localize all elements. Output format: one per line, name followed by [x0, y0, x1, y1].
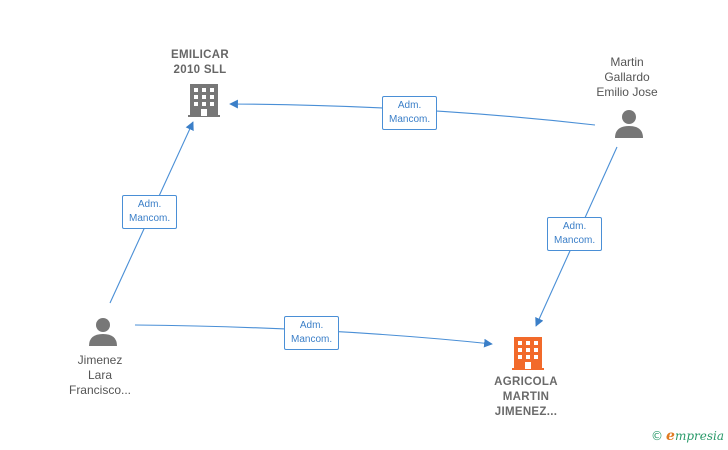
company-name-line: JIMENEZ... — [494, 406, 558, 418]
person-name-line: Emilio Jose — [596, 85, 658, 99]
brand-logo-text: mpresia — [674, 429, 724, 443]
company-name-line: MARTIN — [502, 391, 550, 403]
edge-role-line: Adm. — [562, 221, 587, 232]
copyright-symbol: © — [651, 429, 664, 443]
edge-label-martin-agricola[interactable]: Adm. Mancom. — [547, 217, 603, 251]
company-label-emilicar[interactable]: EMILICAR 2010 SLL — [150, 48, 250, 78]
edge-role-line: Mancom. — [129, 213, 171, 224]
edge-label-jimenez-emilicar[interactable]: Adm. Mancom. — [122, 195, 178, 229]
edge-role-line: Mancom. — [554, 235, 596, 246]
person-name-line: Martin — [610, 55, 644, 69]
company-name-line: EMILICAR — [171, 49, 229, 61]
person-icon[interactable] — [615, 110, 643, 138]
company-name-line: AGRICOLA — [494, 376, 558, 388]
edge-role-line: Adm. — [397, 100, 422, 111]
edge-role-line: Adm. — [137, 199, 162, 210]
person-label-martin[interactable]: Martin Gallardo Emilio Jose — [577, 55, 677, 100]
building-icon[interactable] — [512, 337, 544, 370]
edge-role-line: Mancom. — [291, 334, 333, 345]
building-icon[interactable] — [188, 84, 220, 117]
company-name-line: 2010 SLL — [173, 64, 227, 76]
person-icon[interactable] — [89, 318, 117, 346]
company-label-agricola[interactable]: AGRICOLA MARTIN JIMENEZ... — [476, 375, 576, 420]
empresia-watermark: ©empresia — [651, 428, 724, 444]
person-name-line: Gallardo — [604, 70, 650, 84]
brand-logo-initial: e — [666, 428, 675, 444]
edge-label-martin-emilicar[interactable]: Adm. Mancom. — [382, 96, 438, 130]
person-label-jimenez[interactable]: Jimenez Lara Francisco... — [50, 353, 150, 398]
person-name-line: Francisco... — [68, 383, 131, 397]
edge-role-line: Mancom. — [389, 114, 431, 125]
edge-role-line: Adm. — [299, 320, 324, 331]
edge-label-jimenez-agricola[interactable]: Adm. Mancom. — [284, 316, 340, 350]
person-name-line: Lara — [87, 368, 113, 382]
person-name-line: Jimenez — [77, 353, 123, 367]
